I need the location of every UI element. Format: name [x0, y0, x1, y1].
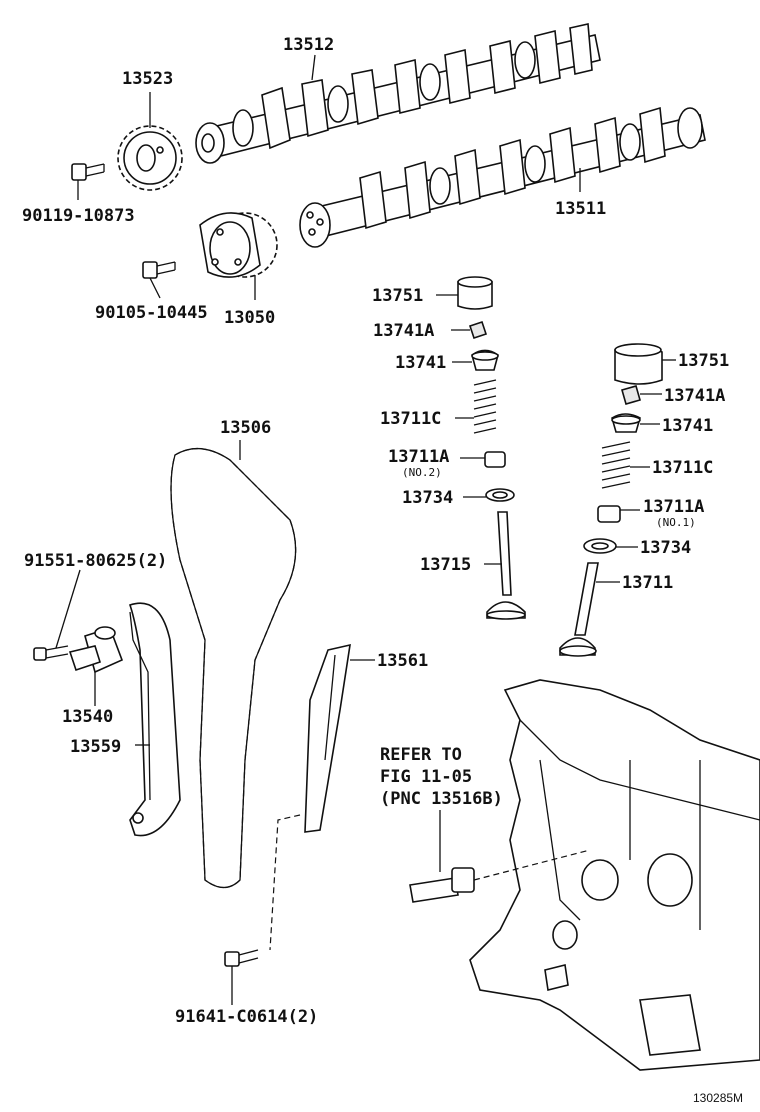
reference-line-2: FIG 11-05 — [380, 767, 472, 787]
label-13741-left: 13741 — [395, 353, 446, 373]
bolt-90105-10445 — [142, 261, 176, 279]
label-91551-80625: 91551-80625(2) — [24, 551, 167, 571]
label-13734-left: 13734 — [402, 488, 453, 508]
diagram-code: 130285M — [693, 1091, 743, 1105]
label-90119-10873: 90119-10873 — [22, 206, 135, 226]
chain-damper-13561 — [304, 643, 351, 833]
label-13741a-left: 13741A — [373, 321, 434, 341]
reference-line-1: REFER TO — [380, 745, 462, 765]
label-13506: 13506 — [220, 418, 271, 438]
bolt-90119-10873 — [71, 163, 105, 181]
label-13741-right: 13741 — [662, 416, 713, 436]
label-13711: 13711 — [622, 573, 673, 593]
label-13559: 13559 — [70, 737, 121, 757]
leader-lines — [55, 54, 676, 1005]
refer-bolt-13516b — [409, 810, 591, 903]
label-13741a-right: 13741A — [664, 386, 725, 406]
chain-guide-13559 — [128, 602, 181, 837]
label-no1: (NO.1) — [656, 516, 696, 529]
label-13050: 13050 — [224, 308, 275, 328]
timing-chain-13506 — [170, 448, 297, 889]
bolt-91551-80625 — [33, 645, 69, 661]
label-13734-right: 13734 — [640, 538, 691, 558]
label-13561: 13561 — [377, 651, 428, 671]
tensioner-13540 — [68, 626, 124, 674]
camshaft-13512 — [195, 23, 601, 164]
label-13711c-left: 13711C — [380, 409, 441, 429]
valve-train-right — [559, 343, 663, 657]
label-13711a-right: 13711A — [643, 497, 704, 517]
reference-line-3: (PNC 13516B) — [380, 789, 503, 809]
label-91641-C0614: 91641-C0614(2) — [175, 1007, 318, 1027]
label-13511: 13511 — [555, 199, 606, 219]
label-13751-left: 13751 — [372, 286, 423, 306]
label-13711a-left: 13711A — [388, 447, 449, 467]
label-13715: 13715 — [420, 555, 471, 575]
label-13751-right: 13751 — [678, 351, 729, 371]
label-13711c-right: 13711C — [652, 458, 713, 478]
bolt-91641-C0614 — [224, 949, 259, 967]
engine-block — [469, 679, 760, 1071]
camshaft-13511 — [299, 106, 706, 248]
sprocket-13523 — [117, 125, 183, 191]
label-13512: 13512 — [283, 35, 334, 55]
label-13523: 13523 — [122, 69, 173, 89]
valve-train-left — [457, 276, 526, 620]
label-no2: (NO.2) — [402, 466, 442, 479]
label-13540: 13540 — [62, 707, 113, 727]
label-90105-10445: 90105-10445 — [95, 303, 208, 323]
vvt-gear-13050 — [199, 212, 278, 278]
